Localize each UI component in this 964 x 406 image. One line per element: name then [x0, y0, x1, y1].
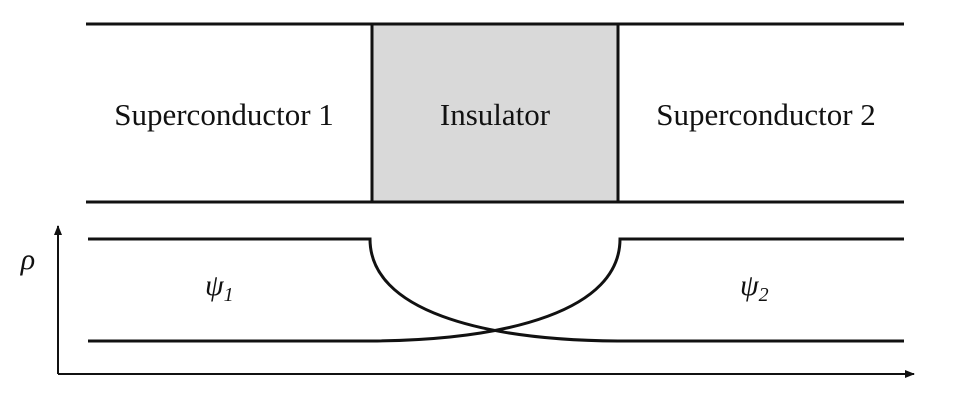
psi-2-label: ψ2 — [740, 269, 769, 306]
superconductor-2-label: Superconductor 2 — [656, 97, 876, 132]
insulator-region — [372, 24, 618, 202]
y-axis-label: ρ — [20, 243, 35, 276]
superconductor-1-label: Superconductor 1 — [114, 97, 334, 132]
insulator-label: Insulator — [440, 97, 551, 132]
psi-2-curve — [88, 237, 904, 343]
psi-1-label: ψ1 — [205, 269, 234, 306]
psi-1-curve — [88, 237, 904, 343]
